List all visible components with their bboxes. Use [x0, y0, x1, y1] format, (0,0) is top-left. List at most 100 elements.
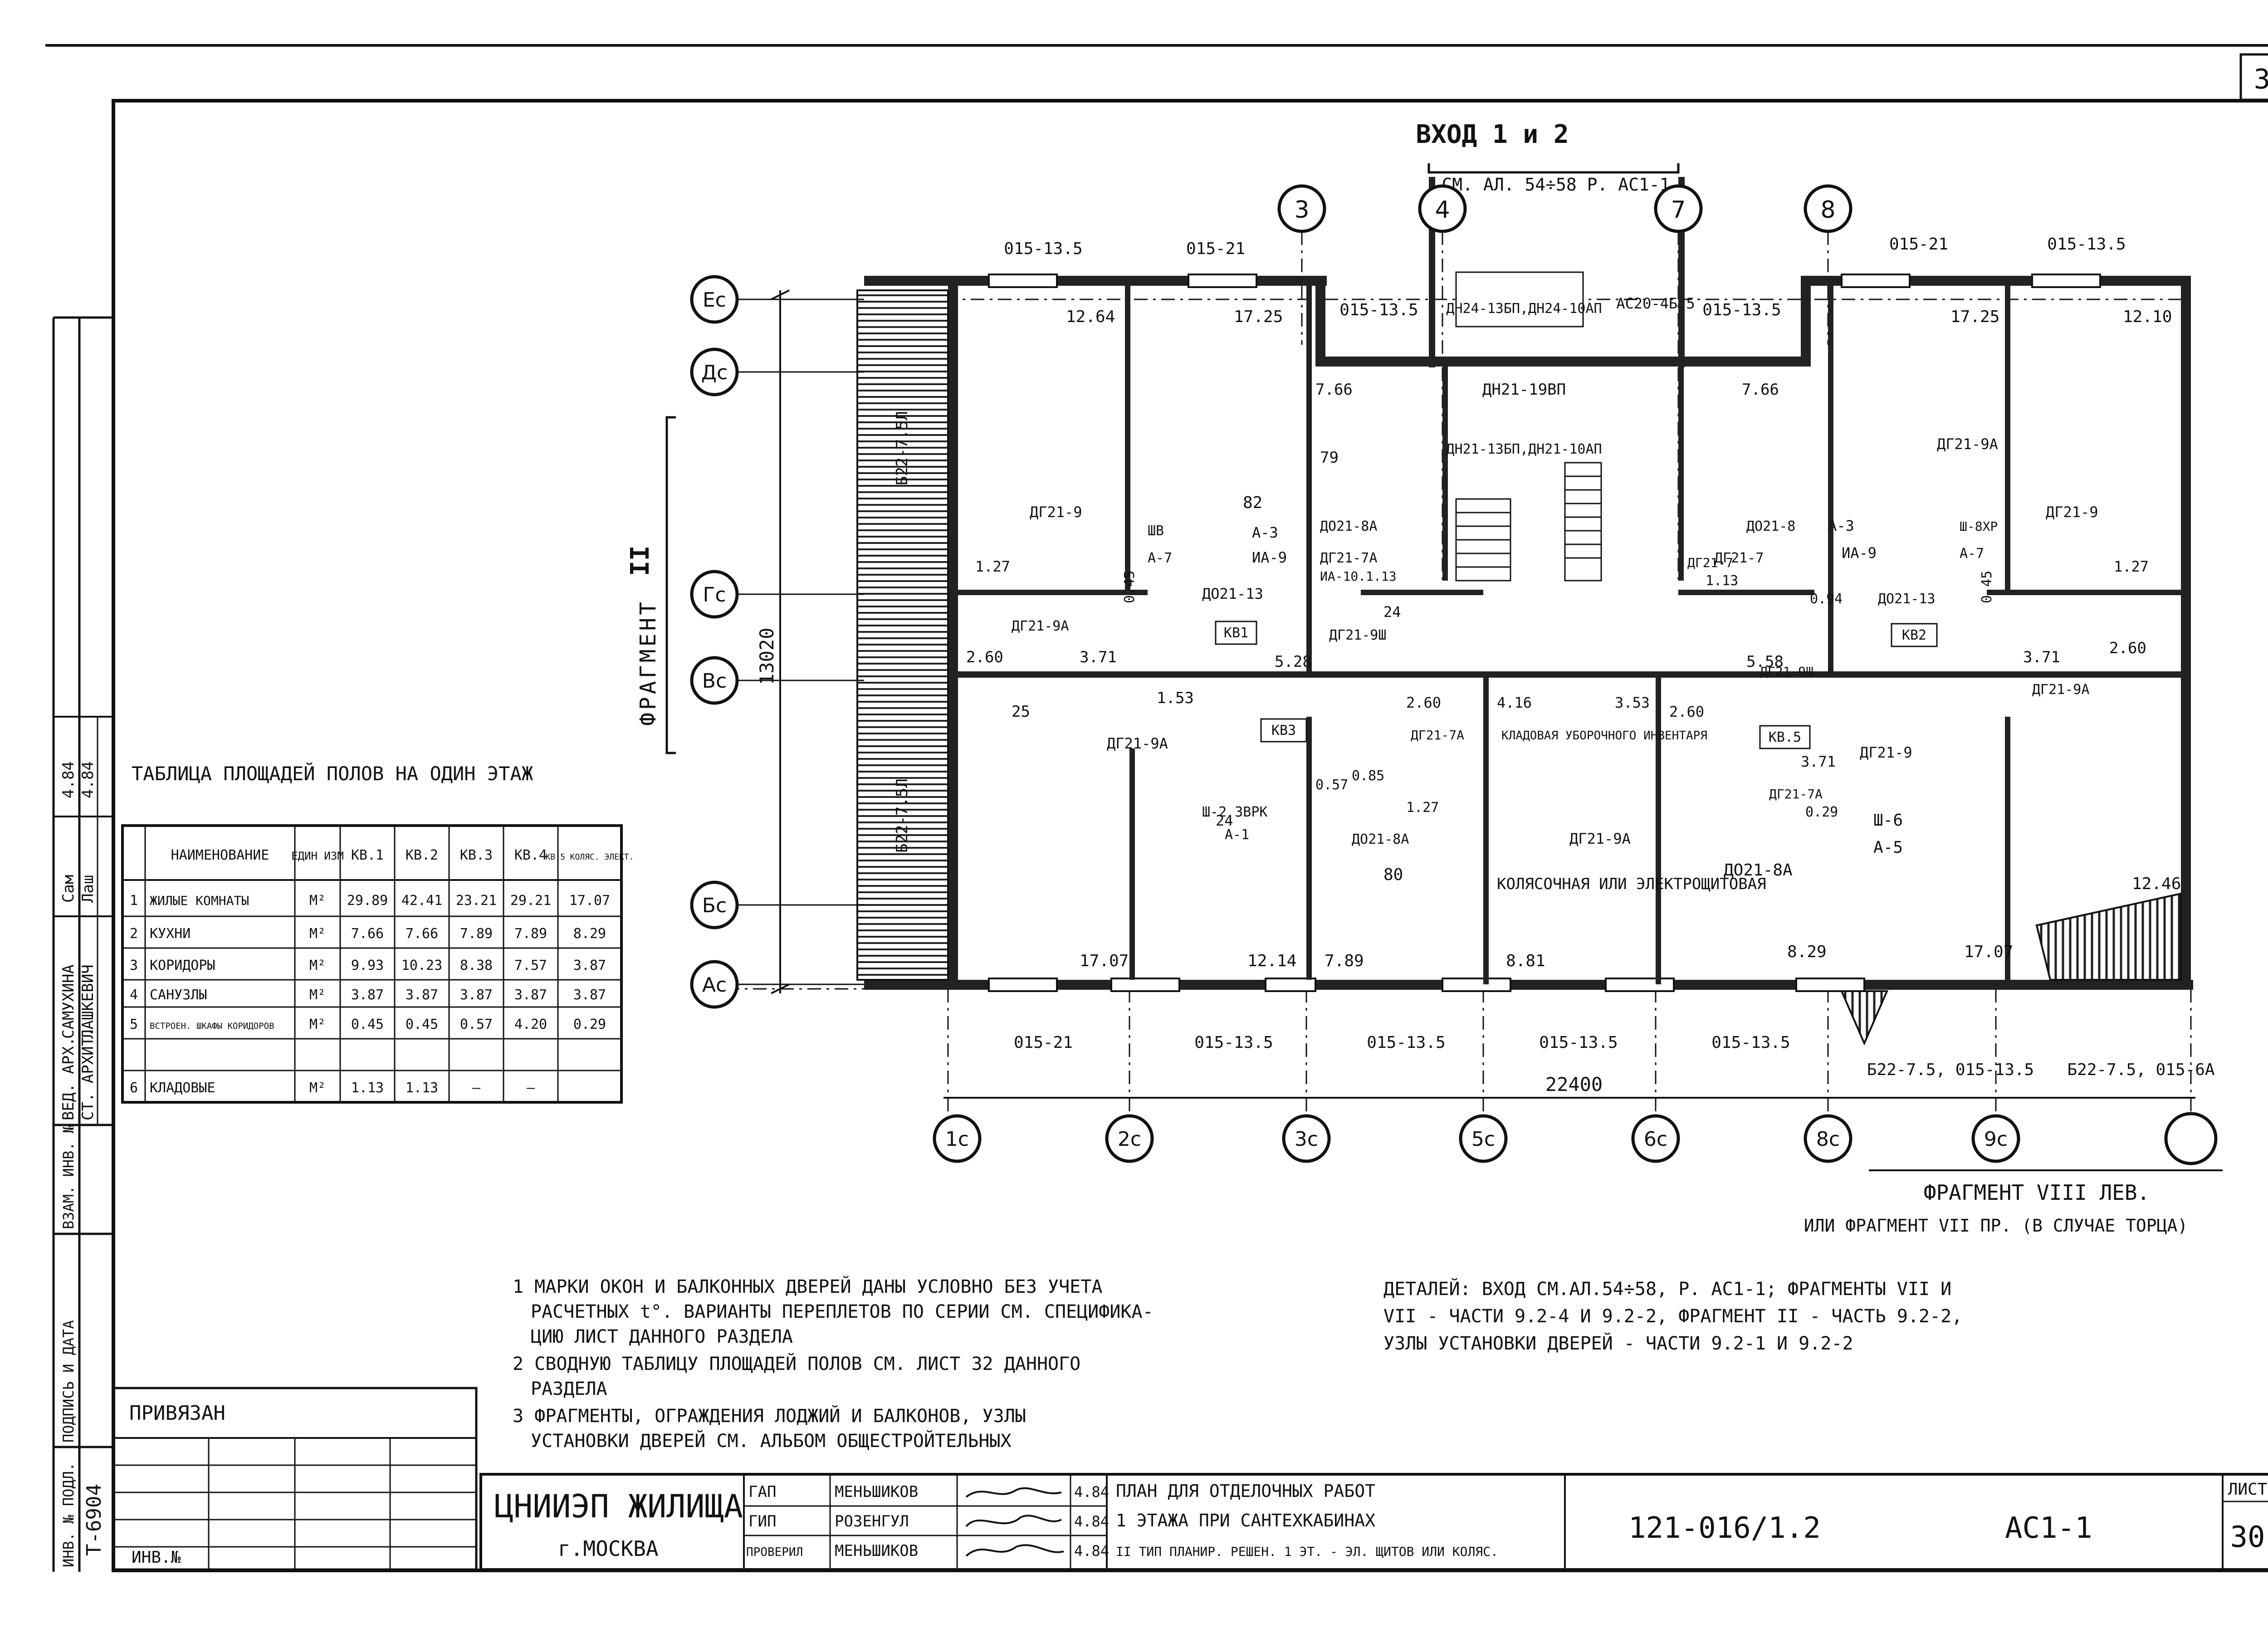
role-label: ГАП — [748, 1483, 776, 1501]
table-cell: 7.66 — [351, 926, 384, 942]
cabinet-mark: А-7 — [1148, 550, 1172, 566]
stamp-sign-1: Сам — [59, 875, 78, 903]
table-cell: — — [472, 1080, 481, 1096]
dimensions: 13020 22400 ФРАГМЕНТ II — [626, 289, 2195, 1099]
sheet-number: 30 — [2230, 1521, 2265, 1554]
axis-top-label: 3 — [1294, 196, 1309, 224]
entrance-doors: ДН24-13БП,ДН24-10АП ДН21-19ВП ДН21-13БП,… — [1446, 271, 1695, 457]
table-cell: 7.89 — [460, 926, 493, 942]
note-line: УСТАНОВКИ ДВЕРЕЙ СМ. АЛЬБОМ ОБЩЕСТРОЙТЕЛ… — [531, 1430, 1012, 1452]
area-label: 3.53 — [1615, 694, 1650, 711]
interior-walls — [957, 286, 2182, 984]
room-texts: КЛАДОВАЯ УБОРОЧНОГО ИНВЕНТАРЯ КОЛЯСОЧНАЯ… — [1497, 729, 1766, 893]
area-label: 1.53 — [1157, 689, 1194, 707]
note-line: VII - ЧАСТИ 9.2-4 И 9.2-2, ФРАГМЕНТ II -… — [1383, 1306, 1962, 1327]
sheet-title-line2: 1 ЭТАЖА ПРИ САНТЕХКАБИНАХ — [1116, 1511, 1375, 1530]
table-cell: 1.13 — [351, 1080, 384, 1096]
stamp-vzam-inv: ВЗАМ. ИНВ. № — [60, 1124, 77, 1229]
table-cell: 9.93 — [351, 958, 384, 973]
cabinet-mark: ИА-10.1.13 — [1320, 569, 1397, 584]
area-table: ТАБЛИЦА ПЛОЩАДЕЙ ПОЛОВ НА ОДИН ЭТАЖ НАИМ… — [121, 762, 634, 1104]
signature-checked — [965, 1544, 1064, 1557]
window-mark: 015-13.5 — [1711, 1033, 1790, 1052]
stamp-sign-2: Лаш — [79, 875, 97, 903]
window-mark: 015-13.5 — [1339, 301, 1418, 319]
side-stamp: ВЕД. АРХ. САМУХИНА Сам 4.84 СТ. АРХИТ. Л… — [52, 316, 113, 1572]
table-cell: 8.29 — [573, 926, 606, 942]
cabinet-marks: ШВ А-7 А-3 ИА-9 ИА-10.1.13 А-3 ИА-9 Ш-8Х… — [1148, 517, 1998, 857]
table-cell: САНУЗЛЫ — [150, 987, 207, 1003]
bound-label: ПРИВЯЗАН — [129, 1402, 225, 1425]
axis-top-label: 4 — [1435, 196, 1450, 224]
door-mark: ДГ21-9А — [1012, 618, 1069, 634]
area-label: 17.07 — [1080, 952, 1129, 970]
axis-top-label: 7 — [1671, 196, 1686, 224]
table-cell: 3.87 — [460, 987, 493, 1003]
notes-right: ДЕТАЛЕЙ: ВХОД СМ.АЛ.54÷58, Р. АС1-1; ФРА… — [1383, 1278, 1962, 1354]
overall-height: 13020 — [756, 628, 778, 685]
cabinet-mark: Ш-8ХР — [1960, 519, 1998, 534]
table-cell: КОРИДОРЫ — [150, 958, 215, 973]
area-label: 12.14 — [1247, 952, 1296, 970]
table-cell: ВСТРОЕН. ШКАФЫ КОРИДОРОВ — [150, 1021, 274, 1031]
table-cell: М² — [309, 1017, 326, 1032]
page-number-top: 31 — [2254, 64, 2268, 95]
stamp-inv-podl: ИНВ. № ПОДЛ. — [60, 1462, 77, 1567]
door-mark: ДГ21-7А — [1411, 728, 1464, 743]
windows — [988, 274, 2101, 992]
cabinet-mark: А-5 — [1873, 838, 1903, 857]
table-cell: 10.23 — [401, 958, 442, 973]
stamp-ved-arh: ВЕД. АРХ. — [59, 1037, 78, 1120]
loggia-left-bottom-label: Б22-7.5Л — [893, 778, 911, 853]
apartment-label: КВ3 — [1271, 723, 1296, 738]
area-label: 3.71 — [2023, 648, 2060, 666]
org-line1: ЦНИИЭП ЖИЛИЩА — [494, 1488, 743, 1525]
table-cell: М² — [309, 987, 326, 1003]
axis-bottom-label: 9с — [1984, 1128, 2008, 1151]
area-label: 17.07 — [1964, 943, 2013, 961]
role-name: РОЗЕНГУЛ — [835, 1512, 909, 1530]
apartment-label: КВ2 — [1902, 627, 1926, 643]
axis-left-label: Ас — [702, 973, 727, 997]
note-line: 1 МАРКИ ОКОН И БАЛКОННЫХ ДВЕРЕЙ ДАНЫ УСЛ… — [513, 1276, 1102, 1297]
area-label: 24 — [1383, 603, 1401, 621]
table-header: КВ.4 — [514, 847, 547, 863]
table-header: КВ.2 — [406, 847, 438, 863]
entrance-header: ВХОД 1 и 2 СМ. АЛ. 54÷58 Р. АС1-1 — [1416, 120, 1680, 195]
role-date: 4.84 — [1074, 1513, 1109, 1530]
axis-left-label: Вс — [702, 670, 727, 693]
window-mark: Б22-7.5, 015-13.5 — [1867, 1061, 2034, 1079]
area-label: 8.81 — [1506, 952, 1545, 970]
area-label: 0.29 — [1805, 804, 1838, 820]
area-label: 0.45 — [1979, 571, 1995, 603]
table-cell: 3.87 — [351, 987, 384, 1003]
note-line: 2 СВОДНУЮ ТАБЛИЦУ ПЛОЩАДЕЙ ПОЛОВ СМ. ЛИС… — [513, 1353, 1080, 1374]
table-cell: М² — [309, 1080, 326, 1096]
area-label: 2.60 — [2109, 639, 2146, 657]
door-mark: ДН24-13БП,ДН24-10АП — [1446, 301, 1602, 317]
table-header: ЕДИН ИЗМ — [291, 850, 344, 862]
area-label: 80 — [1383, 865, 1403, 884]
stamp-inv-number: Т-6904 — [83, 1484, 106, 1556]
table-cell: 3 — [130, 958, 138, 973]
area-label: 25 — [1012, 703, 1030, 721]
table-cell: 29.21 — [510, 893, 551, 909]
axis-left-label: Ес — [703, 288, 726, 312]
area-label: 5.28 — [1275, 653, 1312, 671]
window-mark: 015-13.5 — [1194, 1033, 1273, 1052]
entrance-ref: СМ. АЛ. 54÷58 Р. АС1-1 — [1442, 175, 1670, 195]
table-cell: 7.57 — [514, 958, 547, 973]
axis-left-label: Гс — [703, 583, 726, 606]
door-mark: ДО21-13 — [1878, 591, 1935, 607]
area-label: 17.25 — [1950, 308, 1999, 326]
area-label: 24 — [1216, 812, 1233, 829]
axis-bottom-label: 2с — [1118, 1128, 1141, 1151]
table-cell: 17.07 — [569, 893, 610, 909]
window-mark: 015-13.5 — [2047, 235, 2126, 254]
area-label: 7.89 — [1325, 952, 1364, 970]
table-cell: 8.38 — [460, 958, 493, 973]
cabinet-mark: А-3 — [1252, 524, 1278, 541]
axis-bottom-label: 1с — [945, 1128, 969, 1151]
table-cell: 0.29 — [573, 1017, 606, 1032]
note-line: ДЕТАЛЕЙ: ВХОД СМ.АЛ.54÷58, Р. АС1-1; ФРА… — [1383, 1278, 1951, 1300]
